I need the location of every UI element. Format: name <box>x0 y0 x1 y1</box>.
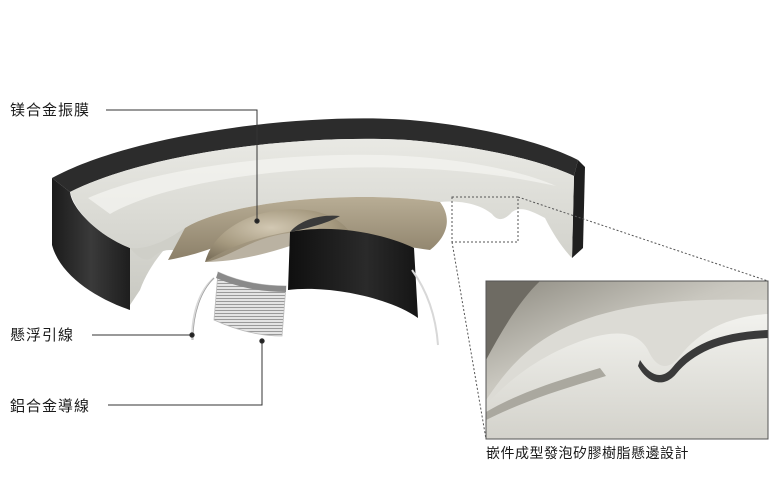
label-magnesium-diaphragm: 镁合金振膜 <box>10 101 90 119</box>
label-suspended-lead-wire: 懸浮引線 <box>10 326 74 344</box>
suspended-lead-wire-left <box>192 278 214 340</box>
voice-coil <box>214 272 286 336</box>
callout-dot-diaphragm <box>255 219 259 223</box>
surround-zoom-inset <box>486 281 768 439</box>
callout-dot-lead-wire <box>190 333 194 337</box>
label-aluminium-coil-wire: 鋁合金導線 <box>10 397 90 415</box>
callout-dot-coil <box>260 339 264 343</box>
callout-line-coil <box>108 342 262 405</box>
zoom-guide-line-left <box>452 242 486 439</box>
label-foam-silicone-surround: 嵌件成型發泡矽膠樹脂懸邊設計 <box>486 445 689 463</box>
